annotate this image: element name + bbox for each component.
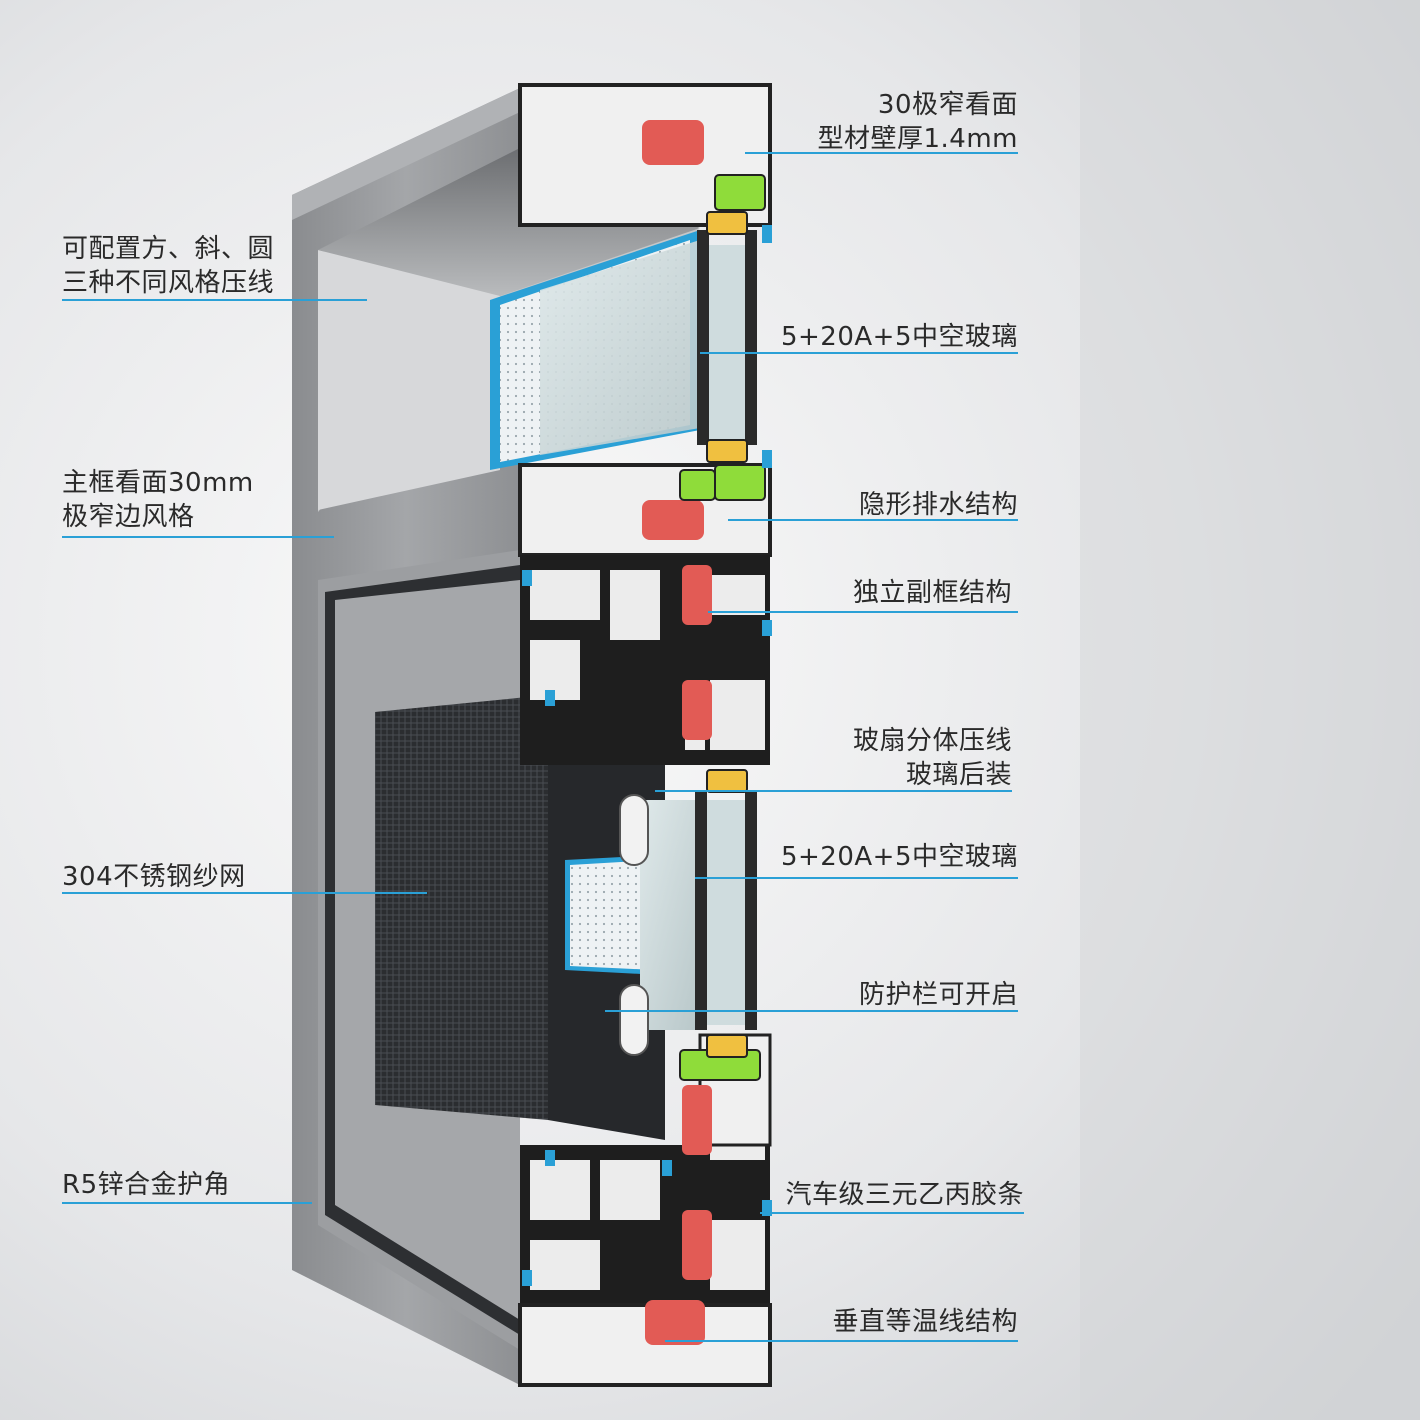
label-drainage-l1: 隐形排水结构: [858, 490, 1018, 520]
label-sash-bead: 玻扇分体压线 玻璃后装: [853, 724, 1012, 792]
label-main-frame-l2: 极窄边风格: [62, 502, 195, 532]
leader-line-drainage: [728, 519, 1018, 521]
label-narrow-face-l2: 型材壁厚1.4mm: [817, 124, 1018, 154]
label-epdm-l1: 汽车级三元乙丙胶条: [785, 1180, 1024, 1210]
leader-line-screen: [62, 892, 427, 894]
leader-line-subframe: [708, 611, 1018, 613]
guard-bar-icons: [619, 794, 649, 1056]
label-narrow-face: 30极窄看面 型材壁厚1.4mm: [817, 88, 1018, 156]
leader-line-guard: [605, 1010, 1018, 1012]
label-isotherm-l1: 垂直等温线结构: [832, 1307, 1018, 1337]
leader-line-corner: [62, 1202, 312, 1204]
label-subframe-l1: 独立副框结构: [852, 578, 1012, 608]
label-guard: 防护栏可开启: [859, 978, 1018, 1012]
label-main-frame-l1: 主框看面30mm: [62, 468, 254, 498]
label-screen: 304不锈钢纱网: [62, 860, 246, 894]
blue-clips: [522, 225, 772, 1286]
label-sash-bead-l2: 玻璃后装: [905, 760, 1012, 790]
label-corner-l1: R5锌合金护角: [62, 1170, 231, 1200]
upper-window-opening: [318, 148, 700, 512]
leader-line-epdm: [760, 1212, 1024, 1214]
label-press-line: 可配置方、斜、圆 三种不同风格压线: [62, 232, 274, 300]
label-glass-top-l1: 5+20A+5中空玻璃: [780, 322, 1018, 352]
leader-line-glass-top: [700, 352, 1018, 354]
label-main-frame: 主框看面30mm 极窄边风格: [62, 466, 254, 534]
label-guard-l1: 防护栏可开启: [858, 980, 1018, 1010]
thermal-breaks: [642, 120, 712, 1345]
upper-glass: [490, 230, 757, 470]
label-sash-bead-l1: 玻扇分体压线: [852, 726, 1012, 756]
lower-glass: [565, 790, 757, 1030]
label-press-line-l2: 三种不同风格压线: [62, 268, 275, 298]
leader-line-sash-bead: [655, 790, 1012, 792]
label-glass-bottom-l1: 5+20A+5中空玻璃: [780, 842, 1018, 872]
label-narrow-face-l1: 30极窄看面: [877, 90, 1018, 120]
leader-line-narrow-face: [745, 152, 1018, 154]
leader-line-main-frame: [62, 536, 334, 538]
leader-line-press-line: [62, 299, 367, 301]
leader-line-glass-bottom: [695, 877, 1018, 879]
label-glass-bottom: 5+20A+5中空玻璃: [781, 840, 1018, 874]
leader-line-isotherm: [665, 1340, 1018, 1342]
label-press-line-l1: 可配置方、斜、圆: [62, 234, 275, 264]
glass-spacers: [706, 211, 748, 1058]
label-glass-top: 5+20A+5中空玻璃: [781, 320, 1018, 354]
label-corner: R5锌合金护角: [62, 1168, 230, 1202]
label-screen-l1: 304不锈钢纱网: [62, 862, 246, 892]
label-epdm: 汽车级三元乙丙胶条: [785, 1178, 1024, 1212]
label-drainage: 隐形排水结构: [859, 488, 1018, 522]
label-isotherm: 垂直等温线结构: [832, 1305, 1018, 1339]
label-subframe: 独立副框结构: [853, 576, 1012, 610]
